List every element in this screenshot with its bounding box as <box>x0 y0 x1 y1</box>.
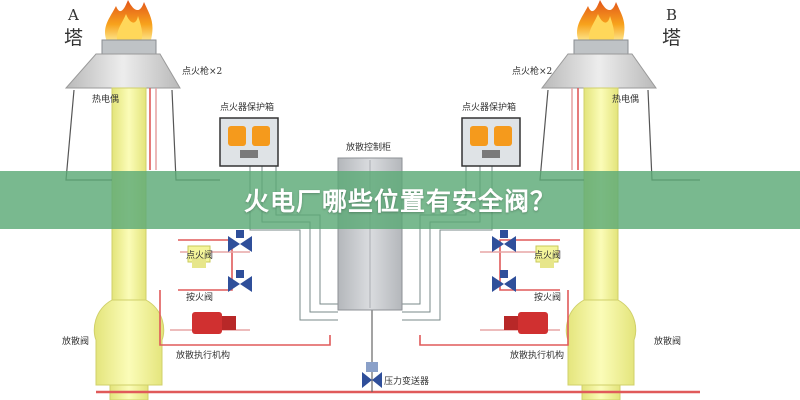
control-cabinet-label: 放散控制柜 <box>346 141 391 153</box>
blue-valve-icon <box>228 230 252 292</box>
ignition-valve-label-right: 点火阀 <box>534 250 561 261</box>
pressure-transmitter-icon <box>362 362 382 388</box>
hood <box>64 53 181 89</box>
vent-actuator-label-left: 放散执行机构 <box>176 349 230 361</box>
tower-b-letter: B <box>666 6 677 24</box>
guide-wire <box>647 89 700 181</box>
igniter-box-label-right: 点火器保护箱 <box>462 101 516 113</box>
vent-valve-label-left: 放散阀 <box>62 335 89 347</box>
thermocouple-label-left: 热电偶 <box>92 93 119 105</box>
tower-a-name: 塔 <box>64 27 83 49</box>
tower-a-letter: A <box>67 6 79 24</box>
thermocouple-label-right: 热电偶 <box>612 93 639 105</box>
burner-head <box>101 39 157 55</box>
guide-wire <box>171 89 220 181</box>
title-banner: 火电厂哪些位置有安全阀？ <box>0 171 800 229</box>
igniter-label-right: 点火枪×2 <box>512 65 552 77</box>
vent-actuator-right <box>504 312 548 334</box>
pilot-valve-label-right: 按火阀 <box>534 291 561 303</box>
flare-tube-base <box>565 299 637 386</box>
vent-actuator-left <box>192 312 236 334</box>
tower-b-name: 塔 <box>662 27 681 49</box>
ignition-valve-label-left: 点火阀 <box>186 250 213 261</box>
igniter-box-label-left: 点火器保护箱 <box>220 101 274 113</box>
vent-actuator-label-right: 放散执行机构 <box>510 349 564 361</box>
flame-icon <box>105 0 153 44</box>
igniter-box-left <box>219 117 279 167</box>
banner-title: 火电厂哪些位置有安全阀？ <box>243 187 556 216</box>
flare-tube-base <box>93 299 165 386</box>
hood <box>540 53 657 89</box>
ignition-valve-right <box>535 245 559 268</box>
blue-valve-icon <box>492 230 516 292</box>
ignition-valve-left <box>187 245 211 268</box>
igniter-box-right <box>461 117 521 167</box>
flame-icon <box>577 0 625 44</box>
vent-valve-label-right: 放散阀 <box>654 335 681 347</box>
igniter-label-left: 点火枪×2 <box>182 65 222 77</box>
burner-head <box>573 39 629 55</box>
pilot-valve-label-left: 按火阀 <box>186 291 213 303</box>
pressure-transmitter-label: 压力变送器 <box>384 375 429 387</box>
